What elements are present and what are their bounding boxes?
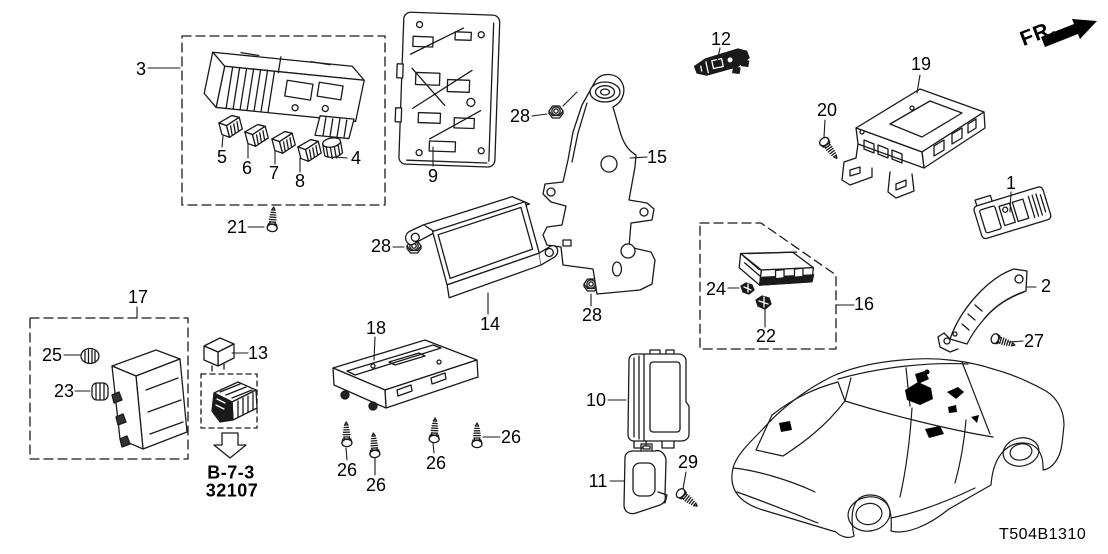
module-14	[404, 195, 559, 299]
callout-12: 12	[710, 29, 732, 49]
screw-26-b	[367, 432, 381, 459]
module-9	[394, 11, 501, 168]
callout-3: 3	[135, 59, 147, 79]
nut-28-a	[548, 105, 564, 119]
leader-lines	[63, 47, 1037, 490]
relay-ref	[211, 381, 258, 423]
callout-26-d: 26	[500, 427, 522, 447]
callout-18: 18	[365, 318, 387, 338]
callout-21: 21	[226, 217, 248, 237]
callout-5: 5	[216, 147, 228, 167]
clip-23	[91, 382, 109, 401]
callout-7: 7	[268, 163, 280, 183]
connector-12	[693, 48, 750, 76]
callout-22: 22	[755, 326, 777, 346]
callout-26-c: 26	[425, 453, 447, 473]
callout-29: 29	[677, 452, 699, 472]
callout-4: 4	[350, 148, 362, 168]
relay-8	[297, 138, 322, 162]
front-direction-arrow-icon	[1041, 19, 1097, 47]
callout-15: 15	[646, 147, 668, 167]
service-ref-line1: B-7-3	[207, 462, 255, 483]
module-10	[627, 349, 690, 449]
relay-7	[271, 130, 296, 154]
bracket-15	[542, 73, 656, 295]
clip-22	[755, 295, 772, 310]
callout-13: 13	[247, 343, 269, 363]
relay-5	[218, 114, 243, 138]
clip-24	[740, 282, 755, 295]
component-location-markers	[779, 369, 979, 438]
callout-2: 2	[1040, 276, 1052, 296]
unit-16	[738, 251, 815, 286]
service-ref-line2: 32107	[205, 480, 259, 501]
relay-4	[322, 137, 344, 160]
module-18	[332, 339, 479, 411]
callout-16: 16	[853, 294, 875, 314]
module-17	[111, 349, 188, 450]
callout-6: 6	[241, 158, 253, 178]
callout-28-a: 28	[509, 106, 531, 126]
screw-26-c	[428, 417, 441, 444]
down-arrow-icon	[213, 432, 247, 459]
callout-17: 17	[127, 287, 149, 307]
bracket-11	[623, 443, 668, 515]
fuse-box-assembly	[203, 51, 365, 140]
callout-27: 27	[1023, 331, 1045, 351]
bolt-29	[674, 486, 701, 511]
relay-6	[244, 123, 269, 147]
relay-13	[203, 337, 235, 372]
callout-24: 24	[705, 279, 727, 299]
callout-8: 8	[294, 171, 306, 191]
group-box-17	[29, 317, 189, 460]
callout-23: 23	[53, 381, 75, 401]
unit-1	[973, 186, 1052, 240]
diagram-code: T504B1310	[999, 526, 1087, 543]
vehicle-outline	[731, 358, 1065, 538]
module-19	[841, 88, 986, 199]
callout-26-b: 26	[365, 475, 387, 495]
screw-26-d	[471, 422, 483, 449]
callout-20: 20	[816, 100, 838, 120]
callout-28-b: 28	[370, 236, 392, 256]
screw-26-a	[340, 421, 353, 448]
callout-14: 14	[479, 314, 501, 334]
callout-9: 9	[427, 166, 439, 186]
screw-21	[266, 206, 280, 233]
callout-1: 1	[1005, 173, 1017, 193]
callout-19: 19	[910, 54, 932, 74]
callout-11: 11	[588, 471, 608, 491]
screw-20	[817, 135, 842, 163]
callout-26-a: 26	[336, 460, 358, 480]
clip-25	[80, 347, 100, 365]
bracket-2	[937, 268, 1028, 353]
callout-28-c: 28	[581, 305, 603, 325]
group-box-16	[699, 222, 837, 350]
callout-10: 10	[585, 390, 607, 410]
callout-25: 25	[41, 345, 63, 365]
group-box-3	[181, 35, 386, 206]
